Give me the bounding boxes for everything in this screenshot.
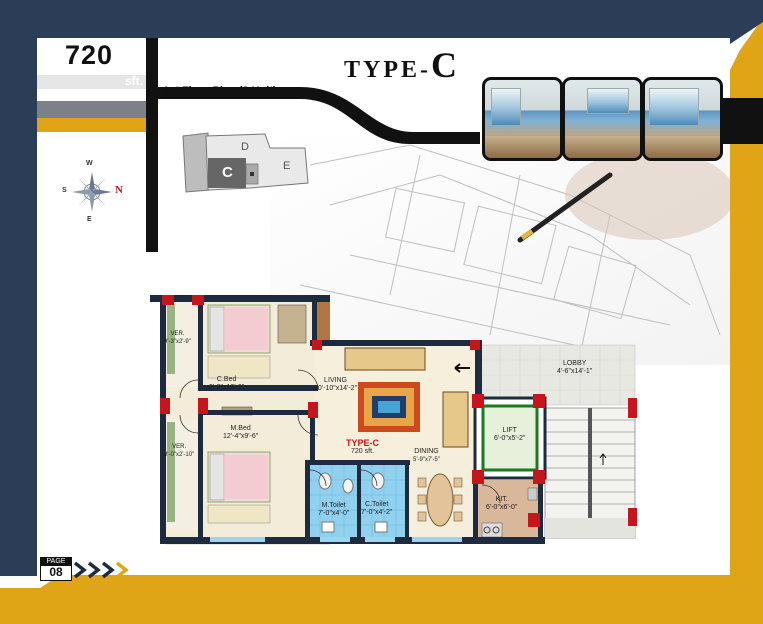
room-c-toilet-size: 7'-0"x4'-2" xyxy=(361,509,393,516)
room-ver-bottom-size: 9'-0"x2'-10" xyxy=(164,452,195,458)
room-kit-size: 6'-0"x6'-0" xyxy=(486,504,518,511)
room-c-bed-size: 9'-3"x10'-2" xyxy=(209,384,245,391)
unit-label: TYPE-C 720 sft. xyxy=(346,438,379,456)
type-title-letter: C xyxy=(431,45,457,85)
room-m-toilet-size: 7'-0"x4'-0" xyxy=(318,510,350,517)
key-plan-label-e: E xyxy=(283,160,291,172)
key-plan-label-c: C xyxy=(222,164,233,181)
area-unit: sft. xyxy=(125,74,143,88)
room-lobby-size: 4'-6"x14'-1" xyxy=(557,368,593,375)
room-dining-name: DINING xyxy=(414,448,439,455)
room-c-toilet: C.Toilet 7'-0"x4'-2" xyxy=(361,501,392,517)
sofa-right xyxy=(442,391,469,448)
area-unit-band xyxy=(37,75,147,89)
type-title: TYPE-C xyxy=(344,44,457,86)
room-m-toilet: M.Toilet 7'-0"x4'-0" xyxy=(318,502,349,518)
gold-band xyxy=(37,118,147,132)
room-c-toilet-name: C.Toilet xyxy=(365,501,389,508)
photo-bedroom xyxy=(562,77,643,161)
grey-band xyxy=(37,101,147,118)
room-living: LIVING 10'-10"x14'-2" xyxy=(314,377,357,393)
room-dining: DINING 5'-9"x7'-5" xyxy=(413,448,440,464)
floor-plan xyxy=(150,295,637,545)
room-m-toilet-name: M.Toilet xyxy=(321,502,346,509)
room-m-bed-name: M.Bed xyxy=(230,425,251,432)
key-plan-label-d: D xyxy=(241,141,249,153)
room-m-bed: M.Bed 12'-4"x9'-6" xyxy=(223,425,258,441)
page-badge-label: PAGE xyxy=(41,558,71,566)
room-m-bed-size: 12'-4"x9'-6" xyxy=(223,433,259,440)
room-ver-top-size: 9'-3"x2'-9" xyxy=(164,339,191,345)
room-c-bed: C.Bed 9'-3"x10'-2" xyxy=(209,376,244,392)
room-kit: KIT. 6'-0"x6'-0" xyxy=(486,496,517,512)
area-box: 720 sft. xyxy=(37,38,147,90)
area-number: 720 xyxy=(65,40,114,70)
compass-east: E xyxy=(87,216,92,223)
type-title-prefix: TYPE- xyxy=(344,57,431,83)
room-kit-name: KIT. xyxy=(495,496,508,503)
navy-corner xyxy=(690,0,763,44)
compass-south: S xyxy=(62,187,67,194)
plan-title: 1st Floor Plan (3 Unit) xyxy=(163,85,277,97)
unit-label-size: 720 sft. xyxy=(351,448,374,455)
room-living-name: LIVING xyxy=(324,377,347,384)
room-lift: LIFT 6'-0"x5'-2" xyxy=(494,427,525,443)
photo-lounge xyxy=(642,77,723,161)
dining-table xyxy=(426,473,454,527)
compass-west: W xyxy=(86,160,93,167)
next-chevrons-icon xyxy=(73,561,129,579)
navy-frame-left xyxy=(0,0,37,576)
room-ver-bottom: VER. 9'-0"x2'-10" xyxy=(164,443,194,459)
room-lobby-name: LOBBY xyxy=(562,360,587,367)
hand-with-pen xyxy=(517,150,730,243)
room-ver-top: VER. 9'-3"x2'-9" xyxy=(164,330,191,346)
room-lobby: LOBBY 4'-6"x14'-1" xyxy=(557,360,592,376)
compass-icon xyxy=(72,172,112,212)
page-badge: PAGE 08 xyxy=(40,557,72,581)
blueprint-sketch-background xyxy=(270,135,730,365)
stair-arrow-icon xyxy=(599,453,607,465)
sofa-top xyxy=(344,347,426,371)
key-plan xyxy=(182,132,309,193)
compass-north: N xyxy=(115,184,123,196)
page-badge-number: 08 xyxy=(49,565,63,579)
room-living-size: 10'-10"x14'-2" xyxy=(314,385,358,392)
room-ver-top-name: VER. xyxy=(170,331,185,337)
unit-label-name: TYPE-C xyxy=(346,438,380,448)
room-lift-size: 6'-0"x5'-2" xyxy=(494,435,526,442)
room-dining-size: 5'-9"x7'-5" xyxy=(413,457,440,463)
room-lift-name: LIFT xyxy=(502,427,517,434)
room-ver-bottom-name: VER. xyxy=(172,444,187,450)
photo-living-room xyxy=(482,77,563,161)
room-c-bed-name: C.Bed xyxy=(216,376,237,383)
entry-arrow-icon xyxy=(454,363,470,373)
